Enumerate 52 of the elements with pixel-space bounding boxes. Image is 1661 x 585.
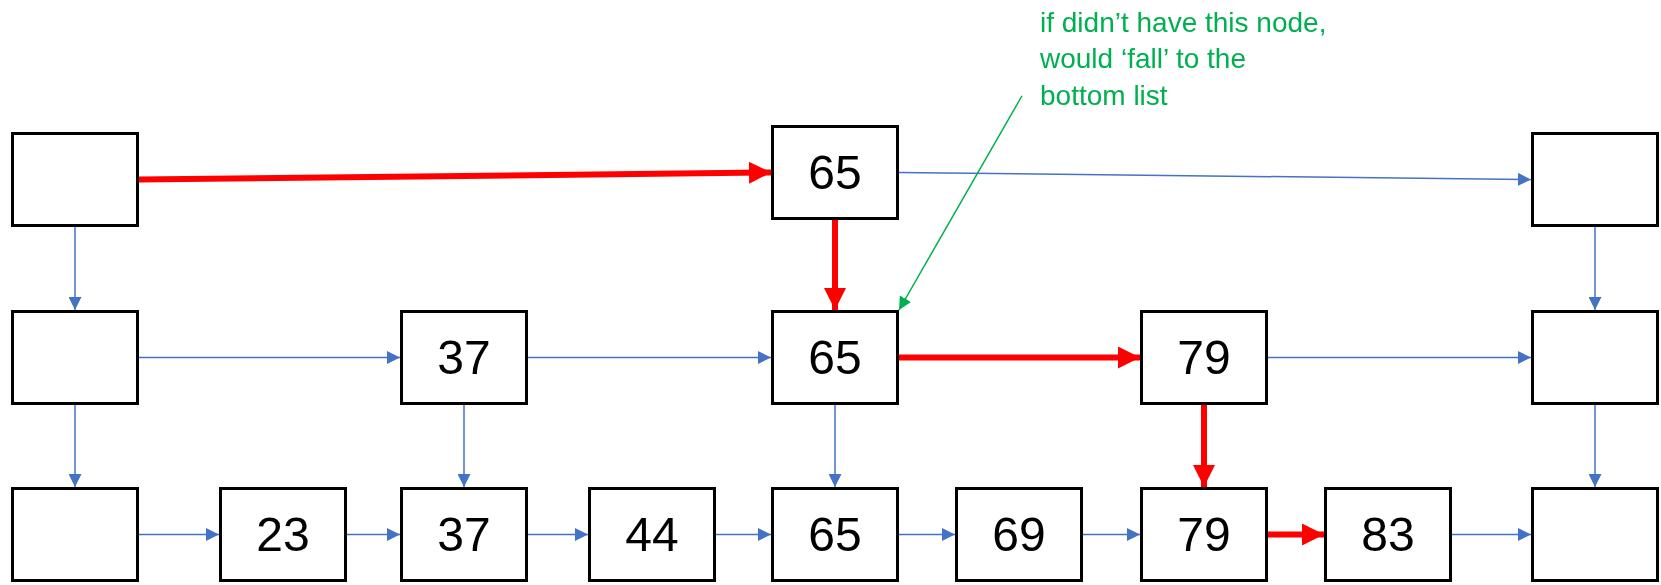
arrow: [1588, 404, 1602, 488]
node-value: 79: [1177, 510, 1231, 559]
list-node-box: [771, 487, 899, 582]
arrow: [898, 528, 956, 541]
arrow: [715, 528, 772, 541]
arrow: [527, 351, 772, 364]
list-node-box: [771, 310, 899, 405]
arrow: [1193, 405, 1215, 487]
list-node-box: [1140, 310, 1268, 405]
list-node-box: [11, 132, 139, 227]
node-value: 69: [992, 510, 1046, 559]
list-node-box: [1531, 487, 1659, 582]
arrow: [346, 528, 401, 541]
list-node-box: [1324, 487, 1452, 582]
node-value: 44: [625, 510, 679, 559]
node-value: 37: [437, 333, 491, 382]
node-value: 83: [1361, 510, 1415, 559]
node-value: 23: [256, 510, 310, 559]
arrow: [899, 346, 1140, 369]
list-node-box: [1531, 310, 1659, 405]
list-node-box: [11, 310, 139, 405]
list-node-box: [400, 310, 528, 405]
arrow: [1267, 351, 1532, 364]
arrow: [457, 404, 471, 488]
arrow: [138, 161, 772, 184]
arrow: [138, 351, 401, 364]
node-value: 65: [808, 510, 862, 559]
node-value: 65: [808, 333, 862, 382]
arrow: [1451, 528, 1532, 541]
node-value: 37: [437, 510, 491, 559]
list-node-box: [400, 487, 528, 582]
arrow: [1588, 226, 1602, 311]
arrow: [68, 404, 82, 488]
list-node-box: [1140, 487, 1268, 582]
node-value: 79: [1177, 333, 1231, 382]
node-value: 65: [808, 148, 862, 197]
arrow: [828, 404, 842, 488]
arrow: [68, 226, 82, 311]
leader-arrow: [898, 95, 1023, 311]
list-node-box: [11, 487, 139, 582]
arrow: [898, 171, 1532, 186]
arrow: [1082, 528, 1141, 541]
arrow: [824, 220, 846, 310]
arrow: [1268, 523, 1324, 546]
list-node-box: [1531, 132, 1659, 227]
list-node-box: [588, 487, 716, 582]
arrow: [138, 528, 220, 541]
annotation-note: if didn’t have this node, would ‘fall’ to the bottom list: [1040, 5, 1330, 115]
arrow: [527, 528, 589, 541]
list-node-box: [771, 125, 899, 220]
list-node-box: [955, 487, 1083, 582]
list-node-box: [219, 487, 347, 582]
